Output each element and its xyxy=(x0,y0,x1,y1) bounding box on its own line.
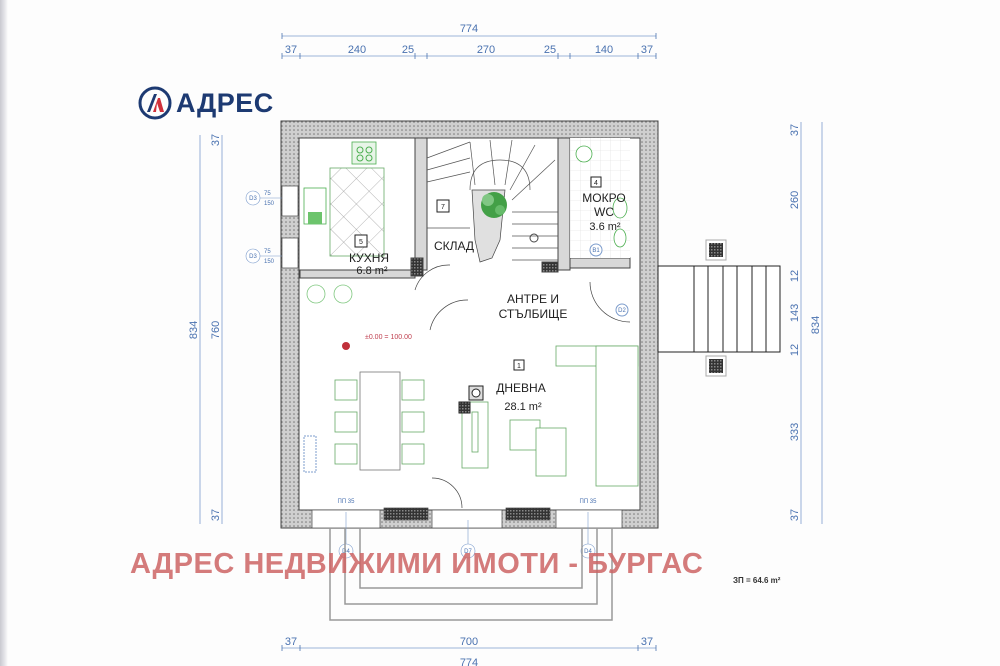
window-tag: D3 xyxy=(249,254,257,260)
window-width: 75 xyxy=(264,191,271,197)
door-tag: D7 xyxy=(464,549,472,555)
dim-left-top: 37 xyxy=(210,134,222,146)
room-area-wc: 3.6 m² xyxy=(589,221,621,233)
dining-set xyxy=(334,371,425,471)
room-number: 7 xyxy=(441,204,445,211)
room-name-storage: СКЛАД xyxy=(434,239,474,253)
dim-right-seg: 12 xyxy=(789,270,801,282)
dim-right-total: 834 xyxy=(810,316,822,334)
room-name-wc: МОКРО xyxy=(582,191,625,205)
dim-bottom-seg: 37 xyxy=(641,636,653,648)
room-number: 4 xyxy=(594,180,598,187)
agency-watermark: АДРЕС НЕДВИЖИМИ ИМОТИ - БУРГАС xyxy=(130,548,704,580)
dim-right-seg: 37 xyxy=(789,124,801,136)
terrace-outline xyxy=(329,528,613,621)
toilet-icon xyxy=(575,145,593,163)
dim-right-seg: 260 xyxy=(789,191,801,209)
level-marker-icon xyxy=(342,342,350,350)
room-name-living: ДНЕВНА xyxy=(496,381,545,395)
level-mark-text: ±0.00 = 100.00 xyxy=(365,334,412,341)
dim-top-seg: 37 xyxy=(641,44,653,56)
bottom-dimensions xyxy=(281,645,657,651)
room-number: 1 xyxy=(517,363,521,370)
page-edge-shadow xyxy=(0,0,8,666)
dim-top-seg: 240 xyxy=(348,44,366,56)
kitchen-fixtures xyxy=(303,141,385,304)
logo-a-icon xyxy=(138,86,172,120)
window-tag: D3 xyxy=(249,196,257,202)
room-name-hall: СТЪЛБИЩЕ xyxy=(499,307,568,321)
total-area-label: ЗП = 64.6 m² xyxy=(733,576,781,585)
dim-top-seg: 25 xyxy=(402,44,414,56)
sink-icon xyxy=(613,228,627,248)
window-label: ПП 35 xyxy=(338,499,356,505)
room-number-box xyxy=(354,234,368,248)
room-number-box xyxy=(513,359,525,371)
dim-top-seg: 140 xyxy=(595,44,613,56)
brand-logo: АДРЕС xyxy=(138,86,274,120)
left-windows xyxy=(281,185,299,269)
door-tag-text: D2 xyxy=(618,308,626,314)
window-tag: D4 xyxy=(342,549,350,555)
room-number-box xyxy=(436,199,450,213)
room-name-wc: WC xyxy=(594,205,614,219)
room-number-box xyxy=(590,176,602,188)
dim-top-seg: 37 xyxy=(285,44,297,56)
dim-top-total: 774 xyxy=(460,23,478,35)
room-name-hall: АНТРЕ И xyxy=(507,292,559,306)
bottom-openings xyxy=(311,507,623,529)
window-height: 150 xyxy=(264,201,275,207)
dim-bottom-seg: 37 xyxy=(285,636,297,648)
room-area-kitchen: 6.8 m² xyxy=(356,265,388,277)
logo-text: АДРЕС xyxy=(176,87,274,118)
window-height: 150 xyxy=(264,259,275,265)
left-dimensions xyxy=(199,135,223,524)
dim-left-total: 834 xyxy=(188,321,200,339)
door-tag-text: B1 xyxy=(592,248,600,254)
dim-right-seg: 37 xyxy=(789,509,801,521)
dim-right-seg: 143 xyxy=(789,304,801,322)
top-dimensions xyxy=(281,33,657,59)
room-area-living: 28.1 m² xyxy=(504,401,542,413)
dim-top-seg: 270 xyxy=(477,44,495,56)
dim-right-seg: 333 xyxy=(789,423,801,441)
right-dimensions xyxy=(800,122,823,524)
interior-walls xyxy=(299,137,631,279)
living-furniture xyxy=(461,345,639,487)
window-tag: D4 xyxy=(584,549,592,555)
room-name-kitchen: КУХНЯ xyxy=(349,251,389,265)
dim-bottom-total: 774 xyxy=(460,657,478,666)
radiator xyxy=(303,435,317,473)
shower-icon xyxy=(612,197,628,219)
door-tag-d2 xyxy=(615,303,629,317)
dim-right-seg: 12 xyxy=(789,344,801,356)
entry-steps xyxy=(657,265,781,353)
stair-handrail-post xyxy=(529,233,539,243)
dim-left-bottom: 37 xyxy=(210,509,222,521)
door-swings xyxy=(414,264,631,509)
window-label: ПП 35 xyxy=(580,499,598,505)
dim-bottom-seg: 700 xyxy=(460,636,478,648)
door-tag-b1 xyxy=(589,243,603,257)
dim-left-inner: 760 xyxy=(210,321,222,339)
room-number: 5 xyxy=(359,239,363,246)
window-width: 75 xyxy=(264,249,271,255)
dim-top-seg: 25 xyxy=(544,44,556,56)
